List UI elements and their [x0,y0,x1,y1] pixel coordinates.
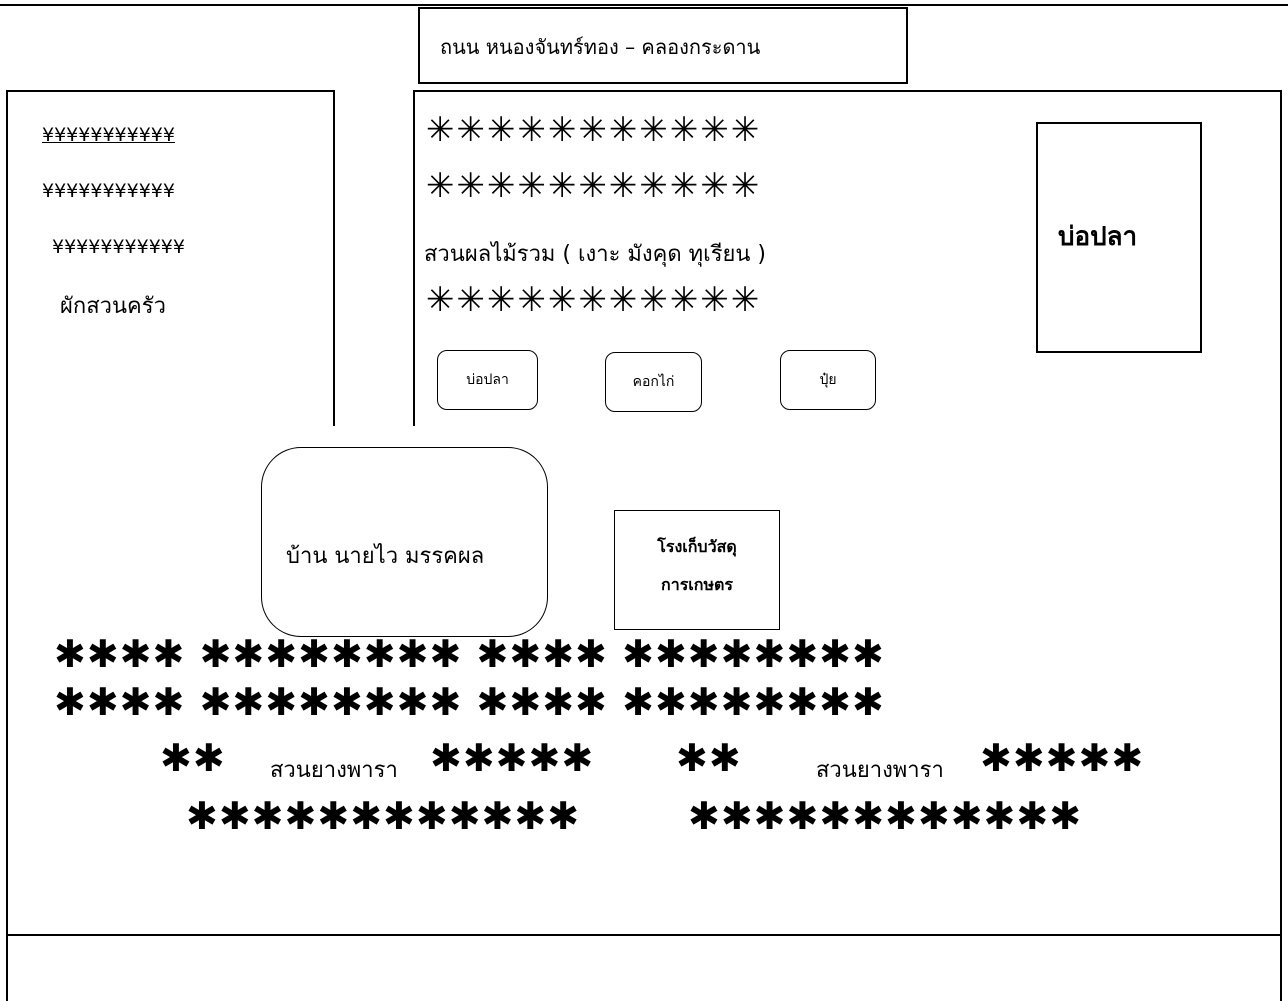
orchard-row-3: ✳✳✳✳✳✳✳✳✳✳✳ [426,280,762,320]
fish-pond-button[interactable]: บ่อปลา [437,350,538,410]
rubber-label-1: สวนยางพารา [270,758,398,783]
left-boundary-line [6,90,8,1001]
rubber-label-2: สวนยางพารา [816,758,944,783]
rubber-row-4-left: ✱✱✱✱✱✱✱✱✱✱✱✱ [186,794,581,838]
top-boundary-line [0,4,1288,6]
orchard-panel-left-line [413,90,415,426]
bottom-divider-line [6,934,1282,936]
garden-panel-right-line [333,90,335,426]
rubber-row-4-right: ✱✱✱✱✱✱✱✱✱✱✱✱ [688,794,1083,838]
road-label: ถนน หนองจันทร์ทอง – คลองกระดาน [440,35,761,59]
rubber-row-1: ✱✱✱✱ ✱✱✱✱✱✱✱✱ ✱✱✱✱ ✱✱✱✱✱✱✱✱ [54,632,885,676]
kitchen-garden-label: ผักสวนครัว [60,294,166,319]
orchard-panel-top-line [413,90,1282,92]
storehouse-label-line-2: การเกษตร [661,575,733,594]
storehouse-box: โรงเก็บวัสดุ การเกษตร [614,510,780,630]
garden-row-1: ¥¥¥¥¥¥¥¥¥¥¥ [42,124,175,146]
rubber-row-3-mid-stars-2: ✱✱ [676,736,742,780]
rubber-row-1-stars: ✱✱✱✱ ✱✱✱✱✱✱✱✱ ✱✱✱✱ ✱✱✱✱✱✱✱✱ [54,632,885,676]
rubber-row-3-left-stars: ✱✱ [160,736,226,780]
house-label: บ้าน นายไว มรรคผล [286,544,485,569]
storehouse-label-line-1: โรงเก็บวัสดุ [657,537,737,556]
house-box: บ้าน นายไว มรรคผล [261,447,548,637]
road-box: ถนน หนองจันทร์ทอง – คลองกระดาน [418,7,908,84]
chicken-coop-button[interactable]: คอกไก่ [605,352,702,412]
rubber-row-3-right-stars: ✱✱✱✱✱ [980,736,1145,780]
fertilizer-button[interactable]: ปุ๋ย [780,350,876,410]
orchard-row-2: ✳✳✳✳✳✳✳✳✳✳✳ [426,166,762,206]
garden-row-2: ¥¥¥¥¥¥¥¥¥¥¥ [42,180,175,202]
orchard-row-1: ✳✳✳✳✳✳✳✳✳✳✳ [426,110,762,150]
right-boundary-line [1280,90,1282,1001]
garden-panel-top-line [6,90,334,92]
fish-pond-box: บ่อปลา [1036,122,1202,353]
rubber-row-2-stars: ✱✱✱✱ ✱✱✱✱✱✱✱✱ ✱✱✱✱ ✱✱✱✱✱✱✱✱ [54,680,885,724]
rubber-row-3-mid-stars-1: ✱✱✱✱✱ [430,736,595,780]
rubber-row-2: ✱✱✱✱ ✱✱✱✱✱✱✱✱ ✱✱✱✱ ✱✱✱✱✱✱✱✱ [54,680,885,724]
garden-row-3: ¥¥¥¥¥¥¥¥¥¥¥ [52,236,185,258]
orchard-label: สวนผลไม้รวม ( เงาะ มังคุด ทุเรียน ) [424,242,767,267]
fish-pond-label: บ่อปลา [1058,222,1138,252]
